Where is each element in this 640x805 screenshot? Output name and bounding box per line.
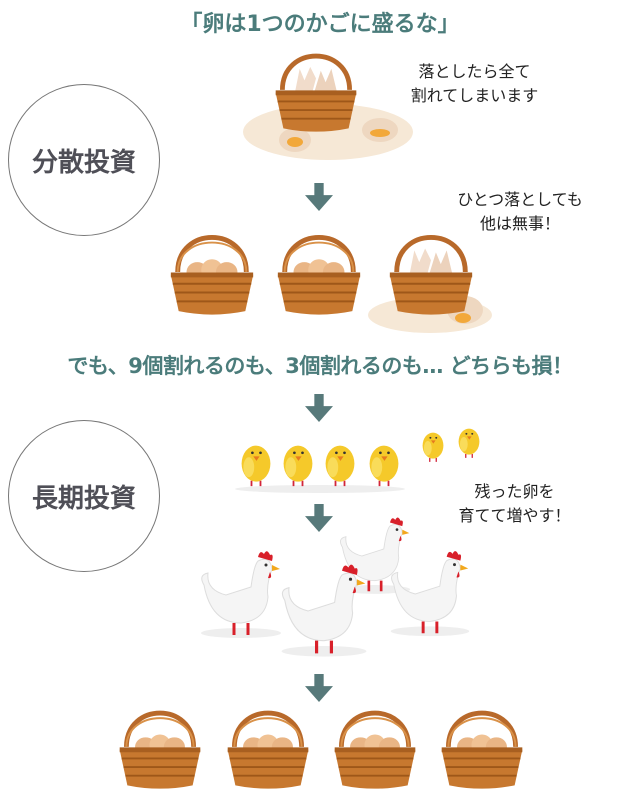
basket-eggs-icon	[112, 695, 208, 795]
basket-eggs-icon	[220, 695, 316, 795]
note-line: 割れてしまいます	[410, 86, 539, 105]
headline-both-loss: でも、9個割れるのも、3個割れるのも… どちらも損！	[67, 354, 573, 378]
diversified-investment-circle: 分散投資	[8, 84, 160, 236]
basket-broken-eggs-icon	[268, 38, 364, 138]
basket-eggs-icon	[270, 220, 368, 320]
hen-icon	[385, 545, 475, 643]
long-term-investment-label: 長期投資	[31, 483, 136, 514]
note-line: 落としたら全て	[418, 62, 531, 81]
basket-eggs-icon	[163, 220, 261, 320]
page-title: 「卵は1つのかごに盛るな」	[180, 12, 460, 37]
chick-icon	[280, 432, 316, 488]
chick-icon	[238, 432, 274, 488]
arrow-down-icon	[305, 183, 333, 211]
basket-broken-eggs-icon	[382, 220, 480, 320]
note-one-drop: ひとつ落としても 他は無事！	[430, 188, 610, 236]
chick-icon	[366, 432, 402, 488]
arrow-down-icon	[305, 504, 333, 532]
arrow-down-icon	[305, 394, 333, 422]
basket-eggs-icon	[434, 695, 530, 795]
diversified-investment-label: 分散投資	[31, 147, 136, 178]
note-line: 他は無事！	[479, 214, 560, 233]
chick-icon	[456, 416, 482, 462]
chick-icon	[322, 432, 358, 488]
hen-icon	[275, 558, 373, 664]
note-grow: 残った卵を 育てて増やす！	[432, 480, 597, 528]
hen-icon	[195, 545, 287, 645]
ground-shadow	[235, 485, 405, 493]
chick-icon	[420, 420, 446, 466]
note-line: 残った卵を	[474, 482, 555, 501]
long-term-investment-circle: 長期投資	[8, 420, 160, 572]
note-line: 育てて増やす！	[458, 506, 571, 525]
note-all-break: 落としたら全て 割れてしまいます	[392, 60, 557, 108]
basket-eggs-icon	[327, 695, 423, 795]
note-line: ひとつ落としても	[457, 190, 583, 209]
